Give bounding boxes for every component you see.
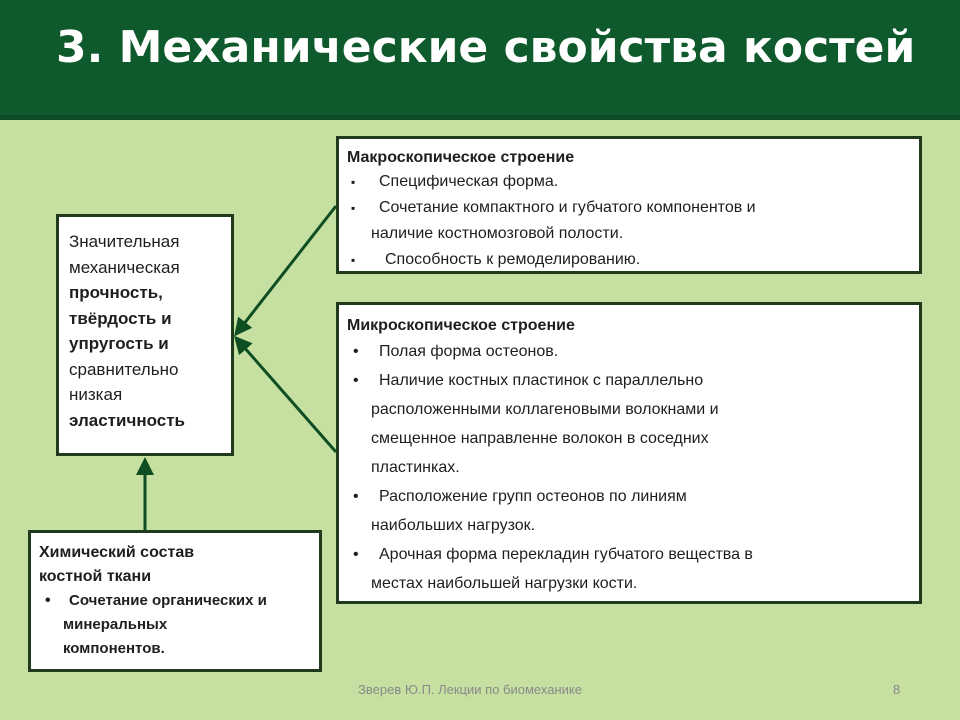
- list-item: •Наличие костных пластинок с параллельно: [347, 366, 911, 395]
- page-number: 8: [893, 682, 901, 697]
- list-item-continuation: наличие костномозговой полости.: [371, 225, 624, 242]
- chem-title: костной ткани: [39, 568, 152, 585]
- properties-line: механическая: [69, 257, 180, 277]
- list-item-continuation: пластинках.: [371, 459, 460, 476]
- list-item: •Сочетание органических и: [39, 589, 311, 613]
- list-item: ▪Сочетание компактного и губчатого компо…: [347, 195, 911, 221]
- properties-line: эластичность: [69, 410, 185, 430]
- bullet-icon: •: [45, 592, 51, 609]
- list-item-continuation: наибольших нагрузок.: [371, 517, 536, 534]
- header-stripe: [0, 115, 960, 120]
- list-item-continuation: местах наибольшей нагрузки кости.: [371, 575, 638, 592]
- properties-box: Значительная механическая прочность, твё…: [56, 214, 234, 456]
- macro-structure-box: Макроскопическое строение ▪Специфическая…: [336, 136, 922, 274]
- properties-line: прочность,: [69, 283, 163, 302]
- chem-title: Химический состав: [39, 544, 195, 561]
- footer-author: Зверев Ю.П. Лекции по биомеханике: [358, 682, 582, 697]
- slide-title: 3. Механические свойства костей: [56, 22, 916, 73]
- list-item-continuation: минеральных: [63, 616, 168, 633]
- list-item: •Расположение групп остеонов по линиям: [347, 482, 911, 511]
- list-item: ▪Способность к ремоделированию.: [347, 247, 911, 273]
- arrow-micro-to-center: [234, 335, 338, 453]
- square-bullet-icon: ▪: [351, 175, 356, 189]
- arrow-macro-to-center: [234, 205, 338, 337]
- macro-title: Макроскопическое строение: [347, 149, 575, 166]
- properties-line: Значительная: [69, 232, 180, 251]
- micro-structure-box: Микроскопическое строение •Полая форма о…: [336, 302, 922, 604]
- list-item: •Полая форма остеонов.: [347, 337, 911, 366]
- bullet-icon: •: [353, 372, 359, 389]
- properties-line: упругость и: [69, 334, 169, 353]
- list-item: ▪Специфическая форма.: [347, 169, 911, 195]
- properties-line: сравнительно: [69, 359, 179, 379]
- list-item-continuation: смещенное направленне волокон в соседних: [371, 430, 709, 447]
- list-item-continuation: расположенными коллагеновыми волокнами и: [371, 401, 719, 418]
- bullet-icon: •: [353, 488, 359, 505]
- bullet-icon: •: [353, 546, 359, 563]
- list-item: •Арочная форма перекладин губчатого веще…: [347, 540, 911, 569]
- properties-line: твёрдость и: [69, 308, 172, 328]
- chemical-composition-box: Химический состав костной ткани •Сочетан…: [28, 530, 322, 672]
- slide-header: 3. Механические свойства костей: [0, 0, 960, 120]
- properties-line: низкая: [69, 385, 123, 404]
- square-bullet-icon: ▪: [351, 201, 356, 215]
- list-item-continuation: компонентов.: [63, 640, 165, 657]
- micro-title: Микроскопическое строение: [347, 317, 575, 334]
- bullet-icon: •: [353, 343, 359, 360]
- square-bullet-icon: ▪: [351, 253, 356, 267]
